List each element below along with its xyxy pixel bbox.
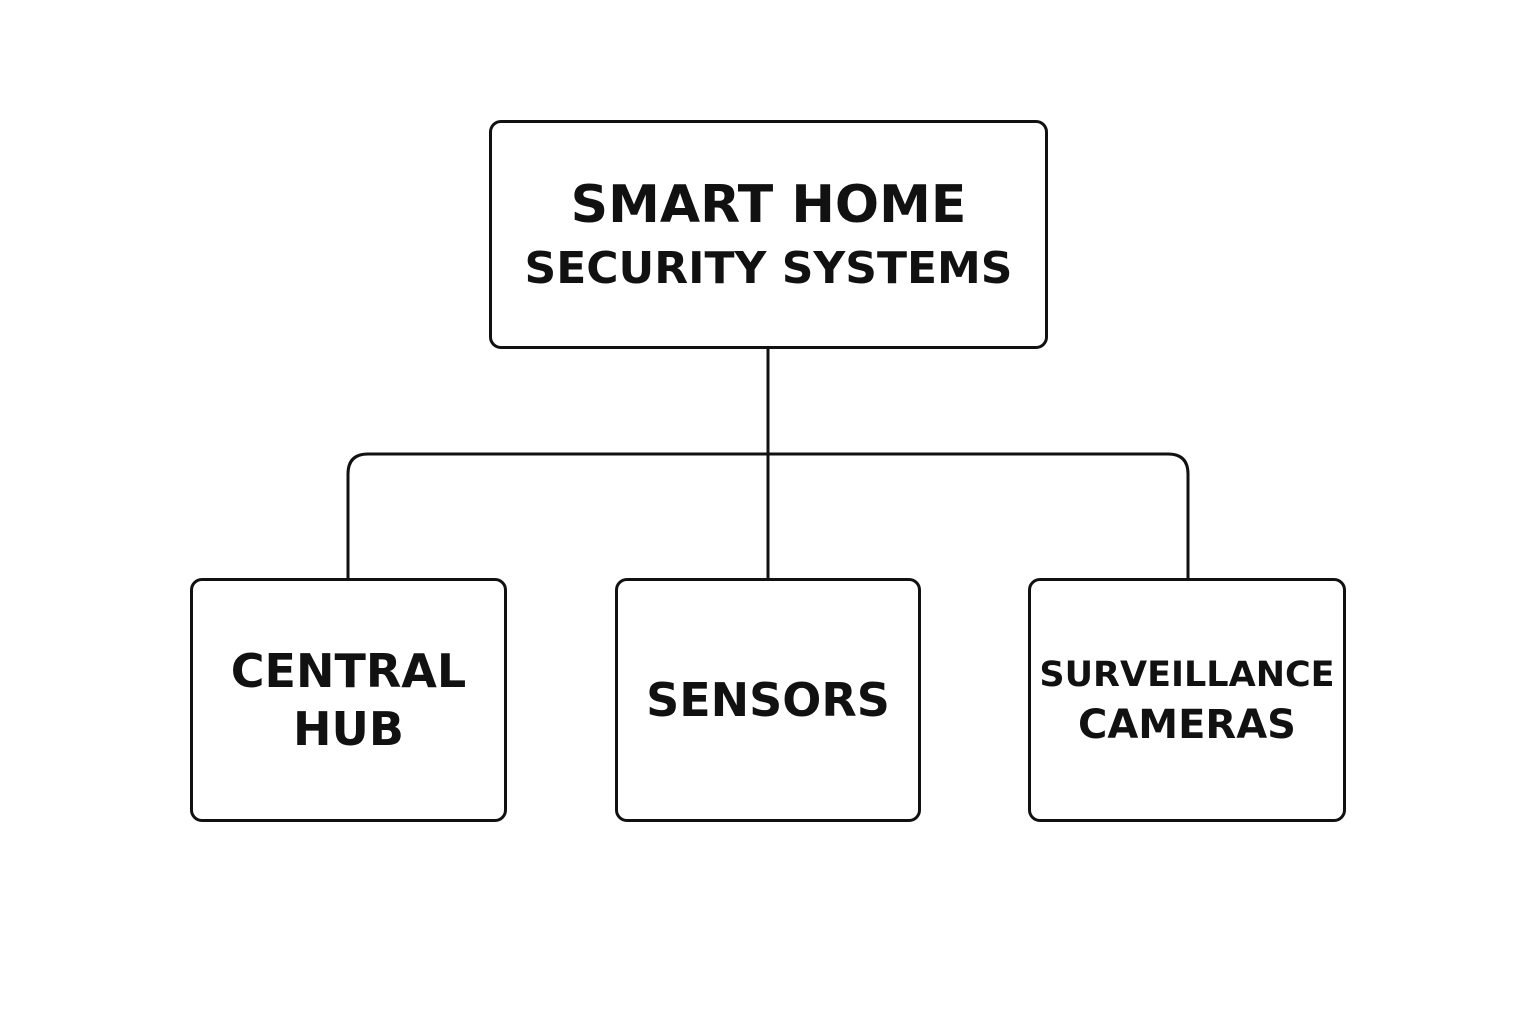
connector-branch-bar bbox=[346, 452, 1190, 578]
root-node: SMART HOME SECURITY SYSTEMS bbox=[489, 120, 1048, 349]
central-hub-label-line-2: HUB bbox=[293, 702, 404, 756]
child-node-surveillance-cameras: SURVEILLANCE CAMERAS bbox=[1028, 578, 1346, 822]
central-hub-label-line-1: CENTRAL bbox=[230, 644, 467, 698]
child-node-sensors: SENSORS bbox=[615, 578, 921, 822]
surveillance-cameras-label-line-2: CAMERAS bbox=[1077, 702, 1296, 748]
sensors-label: SENSORS bbox=[646, 673, 890, 727]
root-title-line-1: SMART HOME bbox=[570, 174, 967, 235]
child-node-central-hub: CENTRAL HUB bbox=[190, 578, 507, 822]
surveillance-cameras-label-line-1: SURVEILLANCE bbox=[1039, 655, 1335, 695]
root-title-line-2: SECURITY SYSTEMS bbox=[524, 242, 1013, 294]
